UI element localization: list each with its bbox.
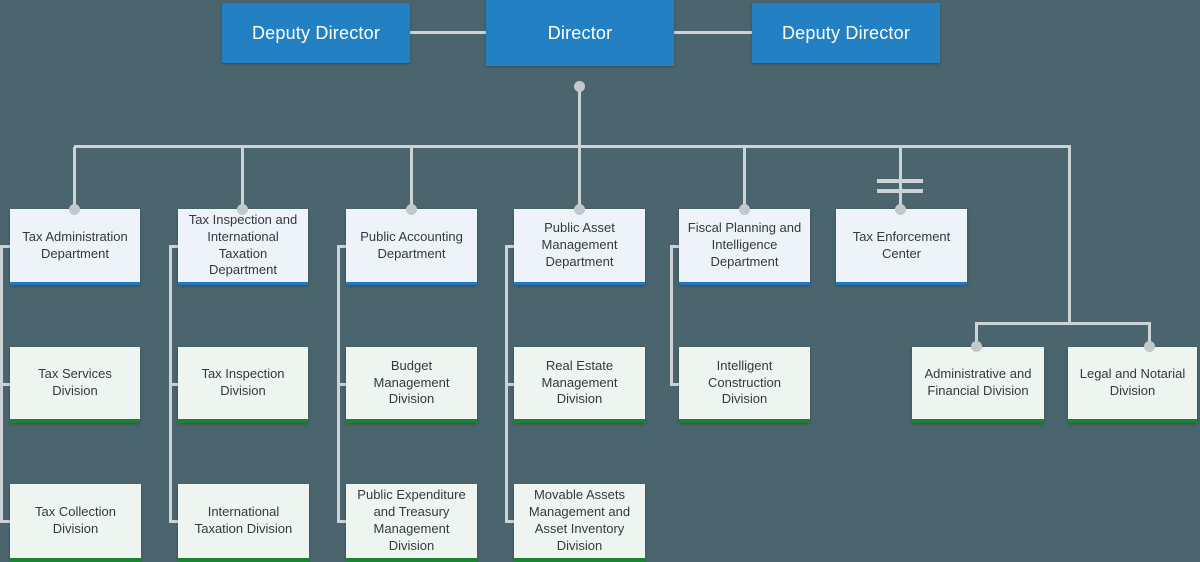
org-node-public-accounting-department[interactable]: Public Accounting Department: [346, 209, 477, 285]
connector-col3-stub-row3: [337, 520, 346, 523]
org-node-label: International Taxation Division: [194, 504, 293, 536]
org-node-real-estate-management-division[interactable]: Real Estate Management Division: [514, 347, 645, 423]
connector-col5-stub-dept: [670, 245, 679, 248]
org-node-director[interactable]: Director: [486, 0, 674, 66]
org-node-label: Intelligent Construction Division: [708, 357, 781, 407]
connector-right-branch-horizontal: [975, 322, 1151, 325]
org-node-label: Public Expenditure and Treasury Manageme…: [357, 487, 466, 553]
connector-col4-stub-row2: [505, 383, 514, 386]
org-node-label: Deputy Director: [781, 22, 911, 43]
junction-dot: [574, 81, 585, 92]
junction-dot: [895, 204, 906, 215]
connector-col1-stub-row2: [0, 383, 10, 386]
connector-drop-dept-6: [899, 147, 902, 209]
connector-col5-vertical: [670, 245, 673, 386]
connector-col1-stub-row3: [0, 520, 10, 523]
connector-col2-stub-row3: [169, 520, 178, 523]
org-node-administrative-financial-division[interactable]: Administrative and Financial Division: [912, 347, 1044, 423]
connector-col4-stub-dept: [505, 245, 514, 248]
org-node-label: Tax Inspection and International Taxatio…: [188, 211, 298, 278]
org-node-label: Movable Assets Management and Asset Inve…: [528, 487, 631, 553]
org-node-tax-collection-division[interactable]: Tax Collection Division: [10, 484, 141, 562]
connector-col1-stub-dept: [0, 245, 10, 248]
connector-drop-dept-2: [241, 147, 244, 209]
org-node-fiscal-planning-intelligence-department[interactable]: Fiscal Planning and Intelligence Departm…: [679, 209, 810, 285]
org-node-label: Tax Inspection Division: [201, 366, 285, 398]
org-node-label: Tax Services Division: [38, 366, 112, 398]
org-node-legal-notarial-division[interactable]: Legal and Notarial Division: [1068, 347, 1197, 423]
junction-dot: [1144, 341, 1155, 352]
org-node-label: Fiscal Planning and Intelligence Departm…: [687, 220, 802, 269]
org-node-intelligent-construction-division[interactable]: Intelligent Construction Division: [679, 347, 810, 423]
junction-dot: [406, 204, 417, 215]
org-node-tax-inspection-international-taxation-department[interactable]: Tax Inspection and International Taxatio…: [178, 209, 308, 285]
org-node-label: Public Accounting Department: [360, 228, 463, 261]
assistant-link-bar-icon: [877, 179, 923, 183]
connector-col2-stub-dept: [169, 245, 178, 248]
junction-dot: [574, 204, 585, 215]
connector-director-drop: [578, 90, 581, 148]
connector-director-deputy-right: [674, 31, 752, 34]
junction-dot: [739, 204, 750, 215]
connector-col4-stub-row3: [505, 520, 514, 523]
junction-dot: [971, 341, 982, 352]
org-node-label: Tax Collection Division: [35, 504, 116, 536]
org-node-label: Director: [547, 22, 613, 43]
connector-col3-stub-row2: [337, 383, 346, 386]
org-node-label: Tax Administration Department: [22, 228, 128, 261]
org-node-international-taxation-division[interactable]: International Taxation Division: [178, 484, 309, 562]
connector-right-branch-vertical: [1068, 145, 1071, 325]
org-node-label: Real Estate Management Division: [541, 357, 618, 407]
org-node-public-expenditure-treasury-management-division[interactable]: Public Expenditure and Treasury Manageme…: [346, 484, 477, 562]
connector-deputy-left-director: [410, 31, 486, 34]
connector-col3-stub-dept: [337, 245, 346, 248]
org-node-label: Legal and Notarial Division: [1079, 366, 1186, 398]
junction-dot: [69, 204, 80, 215]
connector-drop-admin-financial: [975, 322, 978, 347]
org-node-deputy-director-right[interactable]: Deputy Director: [752, 3, 940, 63]
connector-drop-dept-4: [578, 147, 581, 209]
junction-dot: [237, 204, 248, 215]
org-node-tax-enforcement-center[interactable]: Tax Enforcement Center: [836, 209, 967, 285]
org-node-label: Deputy Director: [251, 22, 381, 43]
connector-col2-stub-row2: [169, 383, 178, 386]
org-node-label: Budget Management Division: [373, 357, 450, 407]
org-node-deputy-director-left[interactable]: Deputy Director: [222, 3, 410, 63]
org-node-budget-management-division[interactable]: Budget Management Division: [346, 347, 477, 423]
connector-drop-legal-notarial: [1148, 322, 1151, 347]
org-node-label: Administrative and Financial Division: [924, 366, 1032, 398]
org-node-movable-assets-management-asset-inventory-division[interactable]: Movable Assets Management and Asset Inve…: [514, 484, 645, 562]
org-node-label: Public Asset Management Department: [541, 220, 618, 269]
org-node-public-asset-management-department[interactable]: Public Asset Management Department: [514, 209, 645, 285]
connector-col5-stub-row2: [670, 383, 679, 386]
assistant-link-bar-icon: [877, 189, 923, 193]
org-node-tax-inspection-division[interactable]: Tax Inspection Division: [178, 347, 308, 423]
org-node-tax-administration-department[interactable]: Tax Administration Department: [10, 209, 140, 285]
org-node-label: Tax Enforcement Center: [852, 228, 951, 261]
org-node-tax-services-division[interactable]: Tax Services Division: [10, 347, 140, 423]
connector-trunk: [74, 145, 1071, 148]
connector-drop-dept-5: [743, 147, 746, 209]
connector-drop-dept-1: [73, 147, 76, 209]
connector-drop-dept-3: [410, 147, 413, 209]
